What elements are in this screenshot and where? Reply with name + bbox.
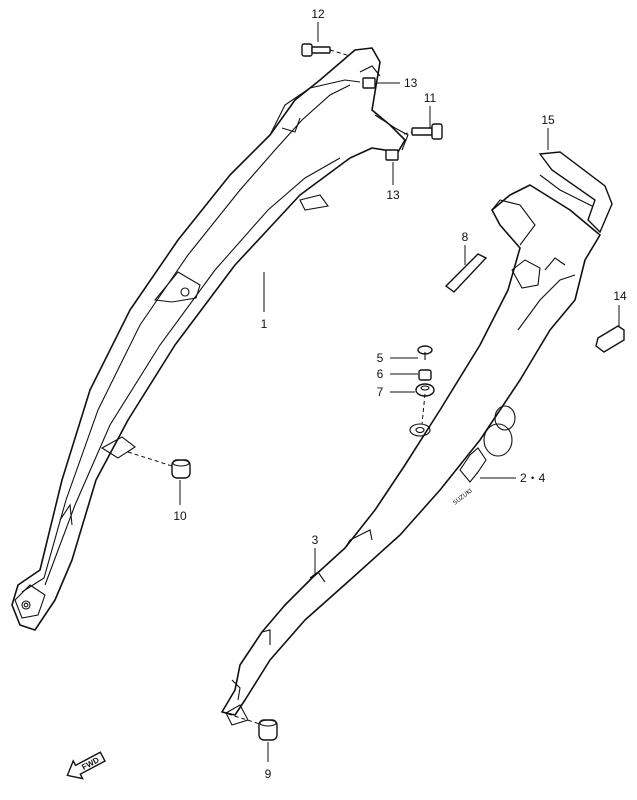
- strip-part-8: [444, 253, 488, 293]
- callout-1: 1: [261, 317, 268, 331]
- pad-part-15: [538, 151, 613, 234]
- side-cover-right: SUZUKI: [221, 174, 601, 726]
- callout-10: 10: [173, 509, 187, 523]
- callout-9: 9: [265, 767, 272, 781]
- frame-cover-left: [11, 47, 409, 631]
- callout-5: 5: [377, 351, 384, 365]
- clip-part-13-top: [362, 77, 376, 89]
- bolt-part-12: [301, 43, 331, 57]
- callout-12: 12: [311, 7, 325, 21]
- fastener-stack: [415, 345, 435, 397]
- callout-14: 14: [613, 289, 627, 303]
- callout-2-4: 2・4: [520, 471, 546, 485]
- callout-8: 8: [462, 230, 469, 244]
- callout-13-bottom: 13: [386, 188, 400, 202]
- forward-arrow-icon: FWD: [66, 751, 106, 780]
- leader-lines: [127, 22, 620, 762]
- decal-text: SUZUKI: [452, 487, 474, 506]
- callout-6: 6: [377, 367, 384, 381]
- callout-3: 3: [312, 533, 319, 547]
- callout-13-top: 13: [404, 76, 418, 90]
- callout-11: 11: [424, 91, 437, 105]
- callout-7: 7: [377, 385, 384, 399]
- grommet-part-9: [258, 719, 278, 741]
- clip-part-13-bottom: [385, 149, 399, 161]
- pad-part-14: [595, 325, 625, 353]
- bolt-part-11: [411, 123, 443, 140]
- callout-15: 15: [541, 113, 555, 127]
- callout-labels: 12 13 11 13 1 8 15 14 5 6 7 2・4 3 10 9: [173, 7, 627, 781]
- grommet-part-10: [171, 459, 191, 479]
